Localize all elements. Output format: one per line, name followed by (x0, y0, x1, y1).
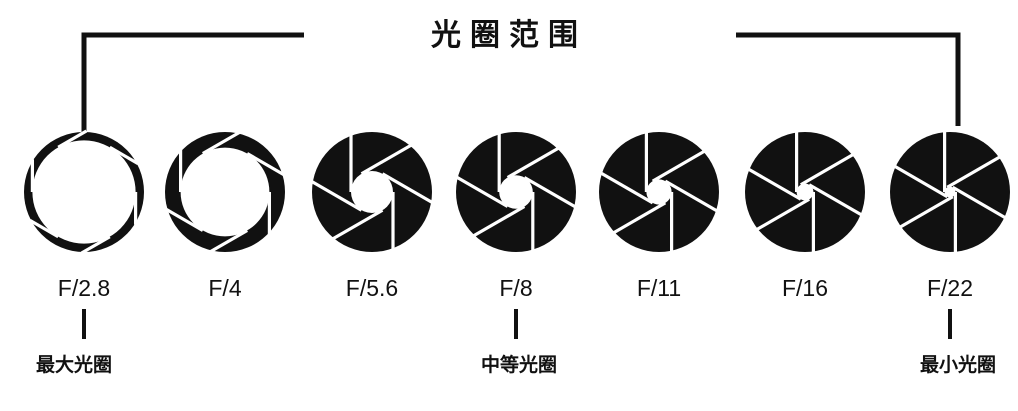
aperture-label-f4: F/4 (208, 275, 241, 301)
aperture-blade-edge (523, 176, 577, 209)
aperture-label-f22: F/22 (927, 275, 973, 301)
aperture-f11: F/11 (599, 131, 719, 301)
aperture-blade-edge (951, 185, 1008, 220)
aperture-blade-edge (360, 143, 413, 176)
aperture-blade-edge (29, 219, 60, 239)
aperture-blade-edge (209, 229, 248, 253)
aperture-f22: F/22 (890, 130, 1010, 301)
aperture-blade-edge (746, 167, 802, 201)
aperture-blade-edge (898, 195, 954, 229)
aperture-f4: F/4 (165, 131, 285, 301)
aperture-blade-edge (165, 207, 204, 232)
caption-max-aperture: 最大光圈 (35, 354, 112, 376)
apertures: F/2.8 F/4 F/5.6 F/8 F/11 F/16 F/22 (24, 129, 1010, 339)
aperture-opening (180, 147, 270, 237)
caption-min-aperture: 最小光圈 (919, 354, 996, 376)
aperture-blade-edge (455, 175, 509, 208)
aperture-f8: F/8 (455, 132, 577, 301)
aperture-label-f5-6: F/5.6 (346, 275, 398, 301)
aperture-blade-edge (946, 155, 1002, 189)
aperture-opening (646, 179, 672, 205)
aperture-label-f11: F/11 (637, 275, 681, 301)
aperture-blade-edge (599, 171, 654, 205)
diagram-title: 光圈范围 (431, 18, 587, 53)
aperture-blade-edge (202, 131, 241, 155)
range-bracket-right (736, 32, 961, 126)
aperture-label-f2-8: F/2.8 (58, 275, 110, 301)
aperture-blade-edge (892, 164, 949, 199)
aperture-label-f16: F/16 (782, 275, 828, 301)
aperture-opening (796, 183, 814, 201)
aperture-f5-6: F/5.6 (310, 132, 434, 301)
aperture-opening (351, 171, 393, 213)
aperture-blade-edge (471, 205, 526, 238)
aperture-blade-edge (664, 179, 719, 213)
aperture-opening (499, 175, 533, 209)
aperture-blade-edge (108, 145, 139, 165)
aperture-f2-8: F/2.8 (24, 129, 144, 301)
aperture-blade-edge (755, 197, 810, 232)
aperture-opening (32, 140, 136, 244)
aperture-opening (944, 186, 956, 198)
aperture-blade-edge (808, 183, 864, 217)
range-bracket-left (81, 32, 304, 132)
aperture-blade-edge (331, 208, 384, 241)
aperture-blade-edge (310, 179, 363, 212)
aperture-blade-edge (800, 152, 855, 187)
caption-medium-aperture: 中等光圈 (480, 354, 557, 376)
aperture-f16: F/16 (745, 130, 865, 301)
aperture-blade-edge (506, 146, 561, 179)
aperture-blade-edge (57, 129, 88, 149)
aperture-blade-edge (651, 149, 706, 183)
aperture-blade-edge (381, 172, 434, 205)
aperture-label-f8: F/8 (499, 275, 532, 301)
aperture-blade-edge (246, 152, 285, 177)
aperture-blade-edge (80, 235, 111, 255)
aperture-blade-edge (612, 201, 667, 235)
